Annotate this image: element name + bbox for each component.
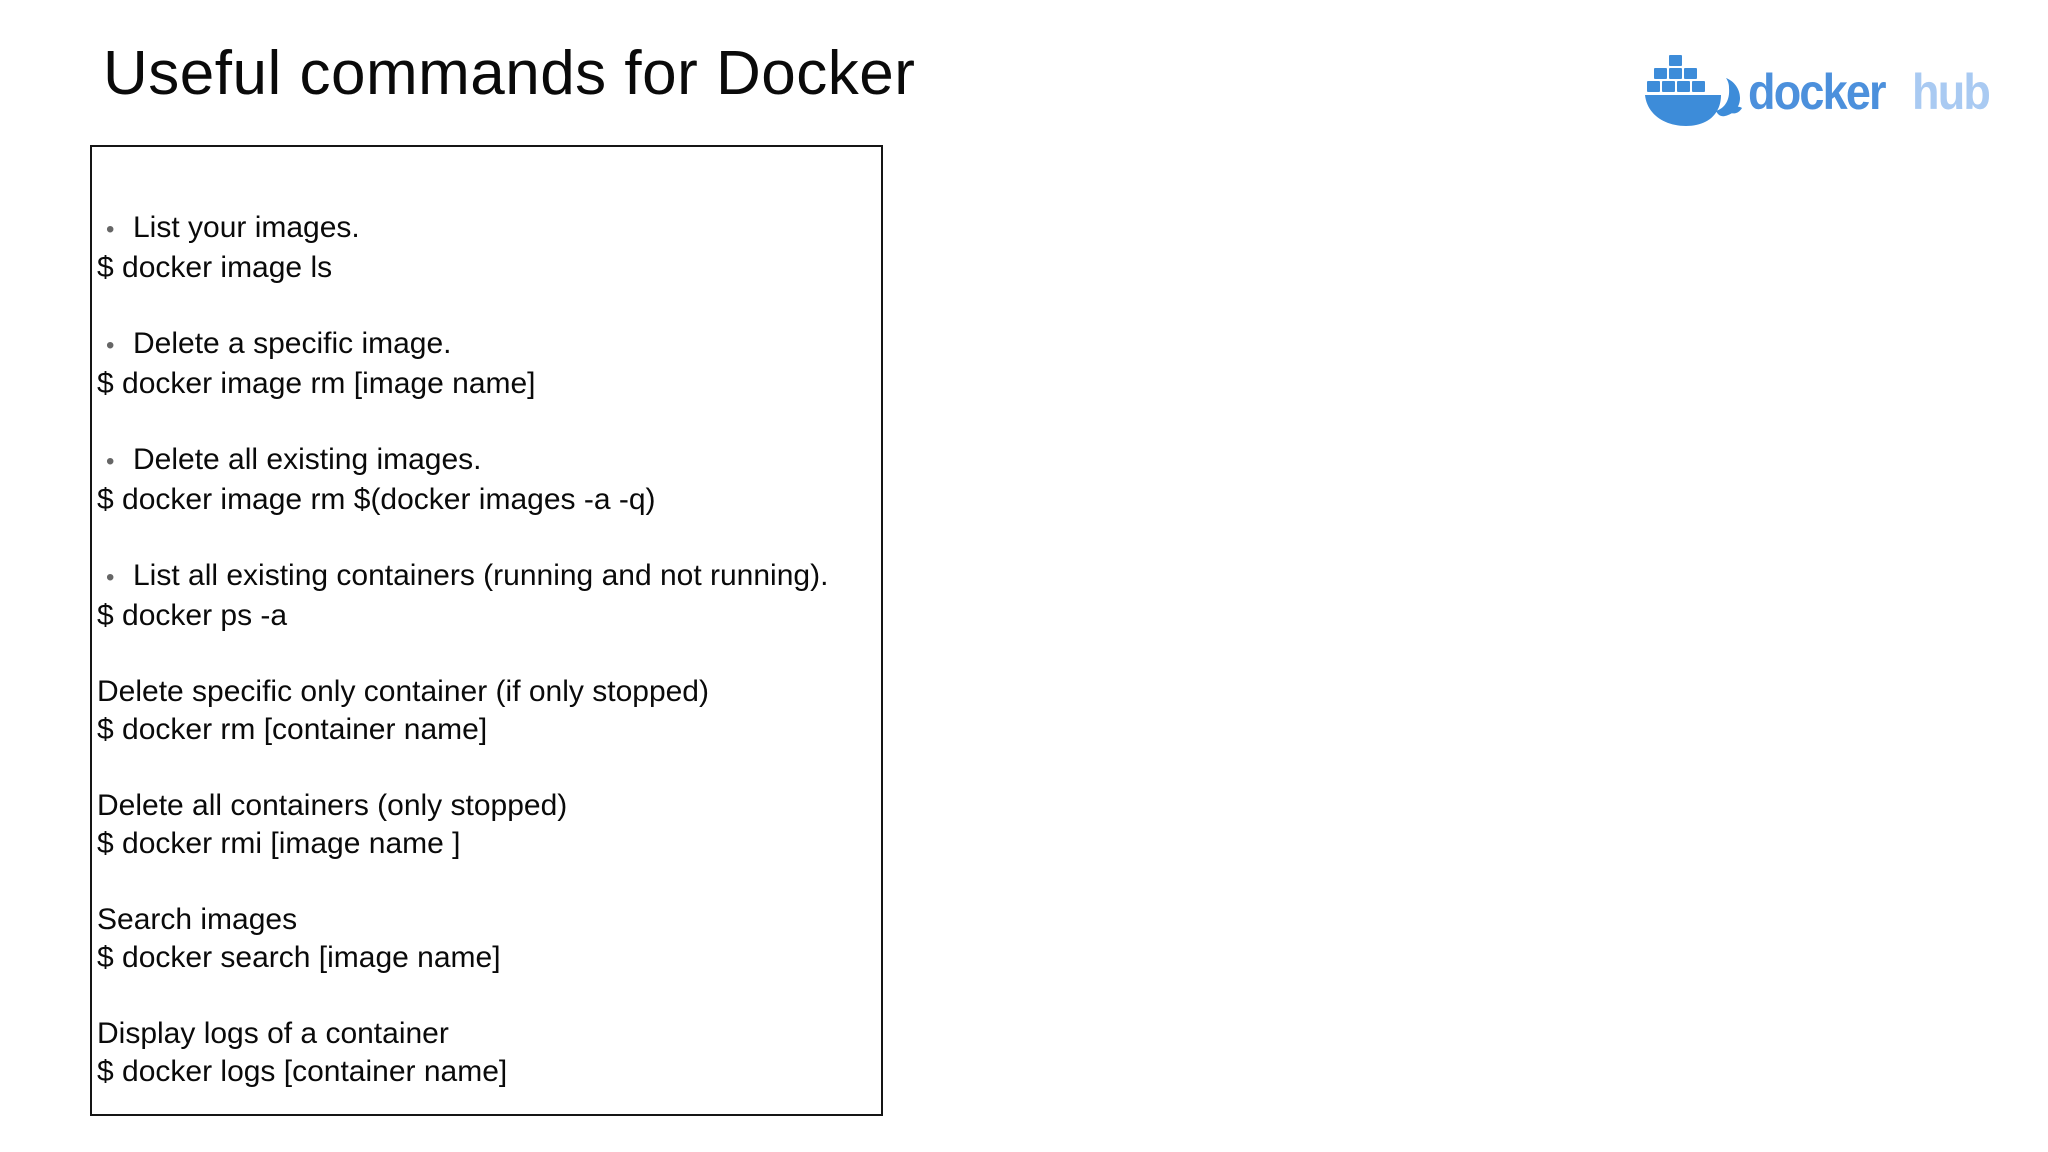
command-description: List all existing containers (running an… <box>133 559 829 592</box>
logo-text-docker: docker <box>1748 64 1887 120</box>
command-description-line: • Delete all existing images. <box>97 441 873 481</box>
command-text: $ docker search [image name] <box>97 941 501 974</box>
command-description: Delete all existing images. <box>133 443 482 476</box>
docker-whale-icon <box>1645 55 1743 127</box>
command-description: Search images <box>97 903 298 936</box>
command-description: Display logs of a container <box>97 1017 449 1050</box>
command-text: $ docker logs [container name] <box>97 1055 508 1088</box>
command-group: Display logs of a container $ docker logs… <box>97 1015 873 1091</box>
command-group: Delete all containers (only stopped) $ do… <box>97 787 873 863</box>
command-description-line: Search images <box>97 901 873 939</box>
page-title: Useful commands for Docker <box>103 39 916 108</box>
bullet-icon: • <box>106 564 115 591</box>
bullet-icon: • <box>106 216 115 243</box>
command-text: $ docker ps -a <box>97 599 288 632</box>
command-text: $ docker image rm [image name] <box>97 367 536 400</box>
docker-hub-logo: docker hub <box>1645 55 1998 127</box>
command-text: $ docker rmi [image name ] <box>97 827 461 860</box>
command-description-line: Delete specific only container (if only … <box>97 673 873 711</box>
bullet-icon: • <box>106 332 115 359</box>
bullet-icon: • <box>106 448 115 475</box>
command-group: • List your images. $ docker image ls <box>97 209 873 287</box>
command-description: Delete a specific image. <box>133 327 452 360</box>
command-description-line: • List your images. <box>97 209 873 249</box>
command-group: • List all existing containers (running a… <box>97 557 873 635</box>
command-description: Delete specific only container (if only … <box>97 675 709 708</box>
command-text: $ docker rm [container name] <box>97 713 488 746</box>
commands-box: • List your images. $ docker image ls • Dele… <box>90 145 883 1116</box>
command-description: List your images. <box>133 211 360 244</box>
command-group: Search images $ docker search [image name… <box>97 901 873 977</box>
command-description-line: • Delete a specific image. <box>97 325 873 365</box>
command-group: Delete specific only container (if only … <box>97 673 873 749</box>
command-text: $ docker image rm $(docker images -a -q) <box>97 483 656 516</box>
command-group: • Delete all existing images. $ docker ima… <box>97 441 873 519</box>
command-group: • Delete a specific image. $ docker image … <box>97 325 873 403</box>
command-description-line: • List all existing containers (running a… <box>97 557 873 597</box>
logo-text-hub: hub <box>1911 64 1991 120</box>
command-text: $ docker image ls <box>97 251 333 284</box>
command-description-line: Delete all containers (only stopped) <box>97 787 873 825</box>
command-description: Delete all containers (only stopped) <box>97 789 568 822</box>
command-description-line: Display logs of a container <box>97 1015 873 1053</box>
